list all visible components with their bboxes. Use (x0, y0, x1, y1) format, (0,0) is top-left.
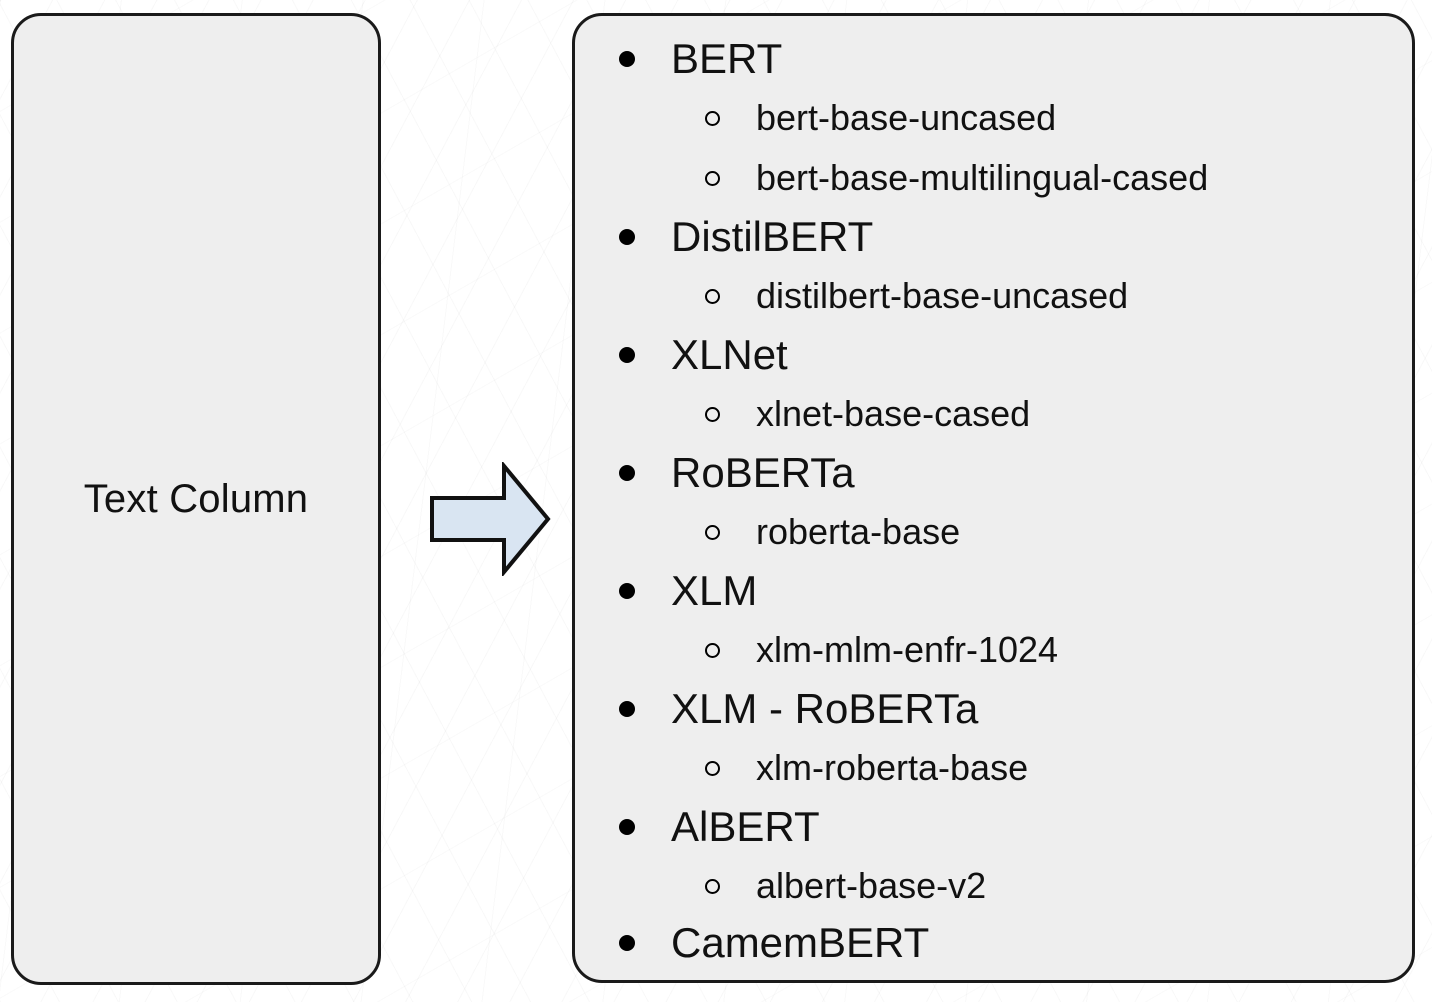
model-variant-label: xlnet-base-cased (756, 393, 1031, 434)
models-panel: BERT bert-base-uncased bert-base-multiling… (572, 13, 1415, 983)
model-variant-row[interactable]: camembert-base (575, 970, 1412, 981)
filled-bullet-icon (619, 51, 635, 67)
model-group: CamemBERT camembert-base (575, 916, 1412, 981)
model-group-label: XLM (671, 567, 758, 614)
model-group-label: RoBERTa (671, 449, 855, 496)
model-variant-list: camembert-base (575, 970, 1412, 981)
model-variant-label: bert-base-uncased (756, 97, 1057, 138)
right-arrow-icon (428, 460, 552, 578)
model-group-label: DistilBERT (671, 213, 874, 260)
model-variant-row[interactable]: bert-base-multilingual-cased (575, 148, 1412, 208)
model-variant-list: albert-base-v2 (575, 856, 1412, 916)
hollow-bullet-icon (705, 406, 720, 422)
model-group-row[interactable]: CamemBERT (575, 916, 1412, 970)
model-group-label: XLNet (671, 331, 788, 378)
model-group-row[interactable]: RoBERTa (575, 444, 1412, 502)
model-variant-label: xlm-mlm-enfr-1024 (756, 629, 1059, 670)
hollow-bullet-icon (705, 110, 720, 126)
model-group-label: XLM - RoBERTa (671, 685, 979, 732)
model-group: RoBERTa roberta-base (575, 444, 1412, 562)
filled-bullet-icon (619, 347, 635, 363)
hollow-bullet-icon (705, 642, 720, 658)
model-group-row[interactable]: DistilBERT (575, 208, 1412, 266)
hollow-bullet-icon (705, 760, 720, 776)
model-group: XLM xlm-mlm-enfr-1024 (575, 562, 1412, 680)
model-group: AlBERT albert-base-v2 (575, 798, 1412, 916)
model-variant-row[interactable]: xlnet-base-cased (575, 384, 1412, 444)
filled-bullet-icon (619, 465, 635, 481)
model-group: DistilBERT distilbert-base-uncased (575, 208, 1412, 326)
model-group: XLM - RoBERTa xlm-roberta-base (575, 680, 1412, 798)
model-variant-row[interactable]: bert-base-uncased (575, 88, 1412, 148)
model-variant-label: albert-base-v2 (756, 865, 987, 906)
source-panel: Text Column (11, 13, 381, 985)
filled-bullet-icon (619, 229, 635, 245)
model-variant-row[interactable]: xlm-roberta-base (575, 738, 1412, 798)
model-group-label: AlBERT (671, 803, 820, 850)
hollow-bullet-icon (705, 170, 720, 186)
model-variant-row[interactable]: albert-base-v2 (575, 856, 1412, 916)
hollow-bullet-icon (705, 288, 720, 304)
model-variant-list: bert-base-uncased bert-base-multilingual-… (575, 88, 1412, 208)
hollow-bullet-icon (705, 878, 720, 894)
model-variant-list: distilbert-base-uncased (575, 266, 1412, 326)
model-variant-list: xlnet-base-cased (575, 384, 1412, 444)
model-group-row[interactable]: XLM (575, 562, 1412, 620)
model-variant-list: xlm-roberta-base (575, 738, 1412, 798)
model-variant-list: xlm-mlm-enfr-1024 (575, 620, 1412, 680)
model-group-label: CamemBERT (671, 919, 930, 966)
model-variant-row[interactable]: xlm-mlm-enfr-1024 (575, 620, 1412, 680)
model-variant-label: distilbert-base-uncased (756, 275, 1129, 316)
model-variant-label: xlm-roberta-base (756, 747, 1029, 788)
filled-bullet-icon (619, 701, 635, 717)
model-variant-label: camembert-base (756, 978, 1026, 981)
model-list: BERT bert-base-uncased bert-base-multiling… (575, 16, 1412, 981)
model-group: XLNet xlnet-base-cased (575, 326, 1412, 444)
model-variant-label: bert-base-multilingual-cased (756, 157, 1209, 198)
model-group-row[interactable]: XLNet (575, 326, 1412, 384)
model-variant-list: roberta-base (575, 502, 1412, 562)
hollow-bullet-icon (705, 524, 720, 540)
filled-bullet-icon (619, 583, 635, 599)
model-group-row[interactable]: XLM - RoBERTa (575, 680, 1412, 738)
filled-bullet-icon (619, 819, 635, 835)
model-variant-label: roberta-base (756, 511, 961, 552)
model-variant-row[interactable]: distilbert-base-uncased (575, 266, 1412, 326)
model-group-row[interactable]: AlBERT (575, 798, 1412, 856)
filled-bullet-icon (619, 935, 635, 951)
model-group: BERT bert-base-uncased bert-base-multiling… (575, 30, 1412, 208)
model-group-label: BERT (671, 35, 783, 82)
model-variant-row[interactable]: roberta-base (575, 502, 1412, 562)
source-panel-label: Text Column (83, 477, 309, 521)
model-group-row[interactable]: BERT (575, 30, 1412, 88)
